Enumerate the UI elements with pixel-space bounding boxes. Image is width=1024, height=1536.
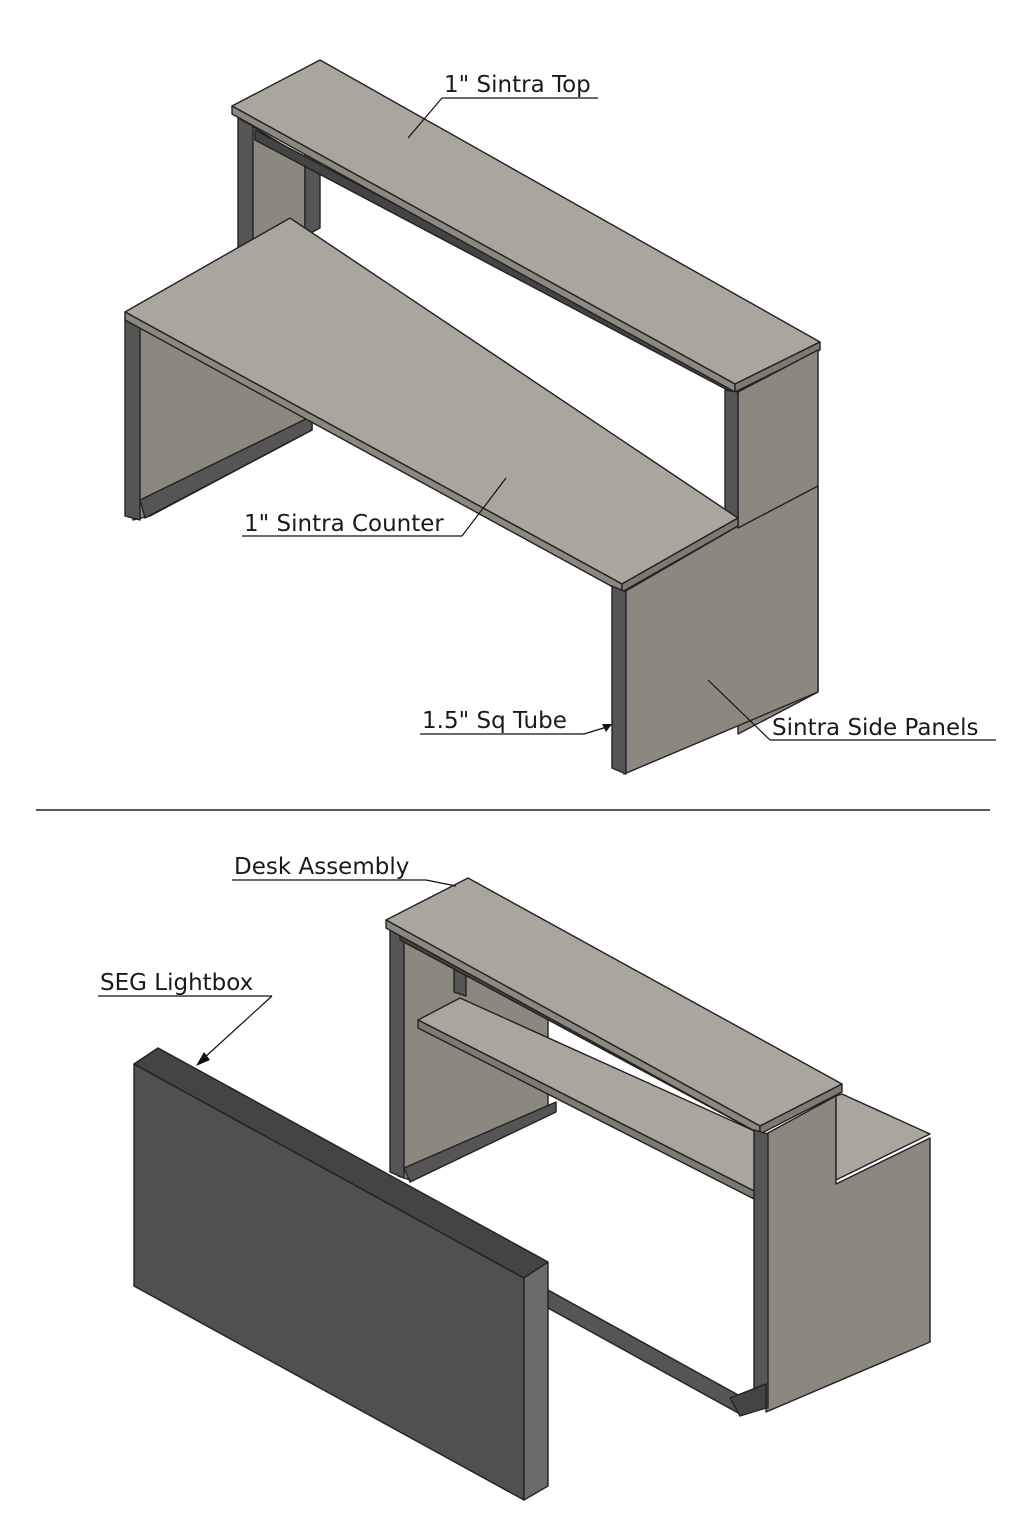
desk-bottom-rail xyxy=(547,1289,741,1415)
lightbox-side xyxy=(523,1261,549,1501)
desk-bottom-rail-foot xyxy=(729,1383,767,1417)
right-end-square-tube xyxy=(611,585,627,775)
sintra-top-side-edge xyxy=(734,341,821,393)
callout-desk-assembly: Desk Assembly xyxy=(234,854,409,880)
arrowhead-square-tube xyxy=(602,724,612,732)
callout-seg-lightbox: SEG Lightbox xyxy=(100,970,253,996)
lower-view: Desk Assembly SEG Lightbox xyxy=(98,854,931,1501)
rear-left-tube xyxy=(237,117,254,253)
desk-right-counter-top xyxy=(835,1093,931,1181)
leader-side-panels-arrow xyxy=(707,679,771,741)
callout-side-panels: Sintra Side Panels xyxy=(772,715,979,741)
left-square-tube-bottom xyxy=(139,415,313,519)
leader-seg-lightbox-arrow xyxy=(203,995,273,1059)
riser-front-tube xyxy=(724,389,739,521)
desk-left-front-tube xyxy=(389,923,405,1179)
leader-sintra-top-arrow xyxy=(407,97,443,139)
leader-sintra-counter-arrow xyxy=(461,477,507,537)
callout-sintra-counter: 1" Sintra Counter xyxy=(244,511,444,537)
right-end-side-panel xyxy=(623,485,819,775)
desk-right-front-tube xyxy=(753,1129,769,1409)
left-square-tube-front xyxy=(124,317,141,521)
callout-square-tube: 1.5" Sq Tube xyxy=(422,708,567,734)
desk-left-bottom-tube xyxy=(403,1101,557,1183)
leader-desk-assembly-arrow xyxy=(425,879,457,887)
callout-sintra-top: 1" Sintra Top xyxy=(444,72,591,98)
upper-view: 1" Sintra Top 1" Sintra Counter 1.5" Sq … xyxy=(124,59,996,775)
arrowhead-seg-lightbox xyxy=(196,1052,210,1066)
